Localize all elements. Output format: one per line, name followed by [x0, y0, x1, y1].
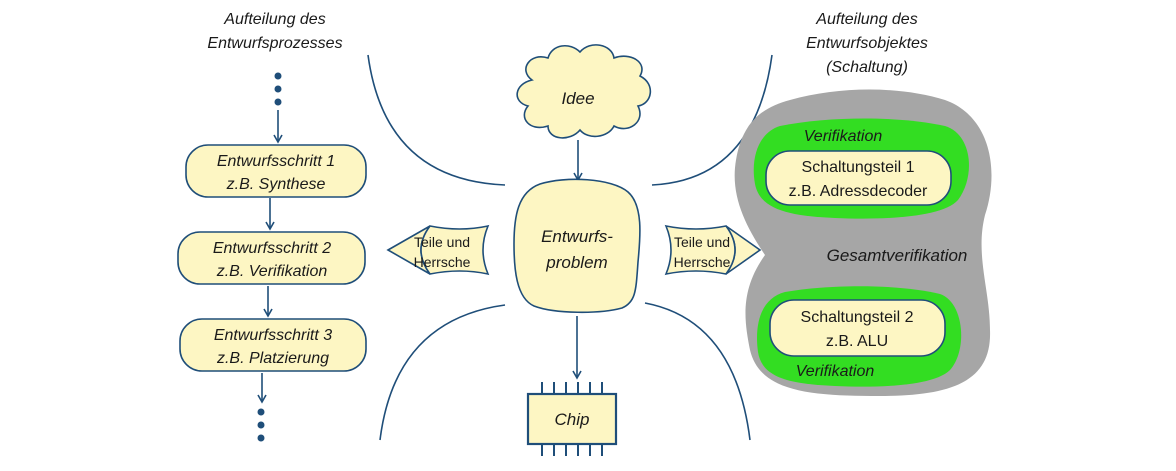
- step-box-3: Entwurfsschritt 3 z.B. Platzierung: [179, 318, 367, 372]
- part-1-title: Schaltungsteil 1: [802, 159, 915, 176]
- divide-conquer-arrow-left: Teile und Herrsche: [386, 224, 490, 276]
- step-box-2: Entwurfsschritt 2 z.B. Verifikation: [177, 231, 366, 285]
- part-1-example: z.B. Adressdecoder: [789, 183, 928, 200]
- part-2-box: [769, 299, 946, 357]
- divide-left-line2: Herrsche: [414, 254, 471, 270]
- part-2-verification-region: Schaltungsteil 2 z.B. ALU Verifikation: [757, 286, 962, 387]
- step-1-example: z.B. Synthese: [226, 176, 326, 193]
- left-heading-line2: Entwurfsprozesses: [207, 35, 342, 52]
- step-3-title: Entwurfsschritt 3: [214, 327, 332, 344]
- step-box-1: Entwurfsschritt 1 z.B. Synthese: [185, 144, 367, 198]
- idea-label: Idee: [561, 89, 594, 108]
- right-heading-line1: Aufteilung des: [815, 11, 917, 28]
- part-1-box: [765, 150, 952, 206]
- center-column: Idee Entwurfs- problem Chip Teile und He…: [386, 44, 762, 456]
- left-column: Aufteilung des Entwurfsprozesses Entwurf…: [177, 11, 367, 442]
- step-2-title: Entwurfsschritt 2: [213, 240, 331, 257]
- part-2-example: z.B. ALU: [826, 333, 888, 350]
- overall-verification-label: Gesamtverifikation: [827, 246, 968, 265]
- divide-right-line1: Teile und: [674, 234, 730, 250]
- separator-curves: [367, 54, 773, 441]
- right-heading-line2: Entwurfsobjektes: [806, 35, 928, 52]
- left-heading-line1: Aufteilung des: [223, 11, 325, 28]
- part-1-verification-label: Verifikation: [804, 128, 883, 145]
- problem-line2: problem: [545, 253, 607, 272]
- continuation-dots-top: [274, 72, 282, 106]
- step-1-title: Entwurfsschritt 1: [217, 153, 335, 170]
- curve-top-left: [367, 54, 506, 186]
- step-3-example: z.B. Platzierung: [216, 350, 329, 367]
- problem-line1: Entwurfs-: [541, 227, 613, 246]
- chip-label: Chip: [555, 410, 590, 429]
- part-2-verification-label: Verifikation: [796, 363, 875, 380]
- curve-top-right: [651, 54, 773, 186]
- right-heading-line3: (Schaltung): [826, 59, 908, 76]
- chip-icon: [526, 382, 618, 456]
- curve-bottom-left: [379, 304, 506, 441]
- idea-cloud: Idee: [516, 44, 652, 139]
- continuation-dots-bottom: [257, 408, 265, 442]
- curve-bottom-right: [644, 302, 751, 441]
- divide-right-line2: Herrsche: [674, 254, 731, 270]
- divide-left-line1: Teile und: [414, 234, 470, 250]
- part-1-verification-region: Verifikation Schaltungsteil 1 z.B. Adres…: [753, 118, 969, 219]
- right-column: Aufteilung des Entwurfsobjektes (Schaltu…: [734, 11, 992, 396]
- design-problem-blob: Entwurfs- problem: [513, 178, 641, 314]
- part-2-title: Schaltungsteil 2: [801, 309, 914, 326]
- step-2-example: z.B. Verifikation: [216, 263, 328, 280]
- divide-conquer-arrow-right: Teile und Herrsche: [664, 224, 762, 276]
